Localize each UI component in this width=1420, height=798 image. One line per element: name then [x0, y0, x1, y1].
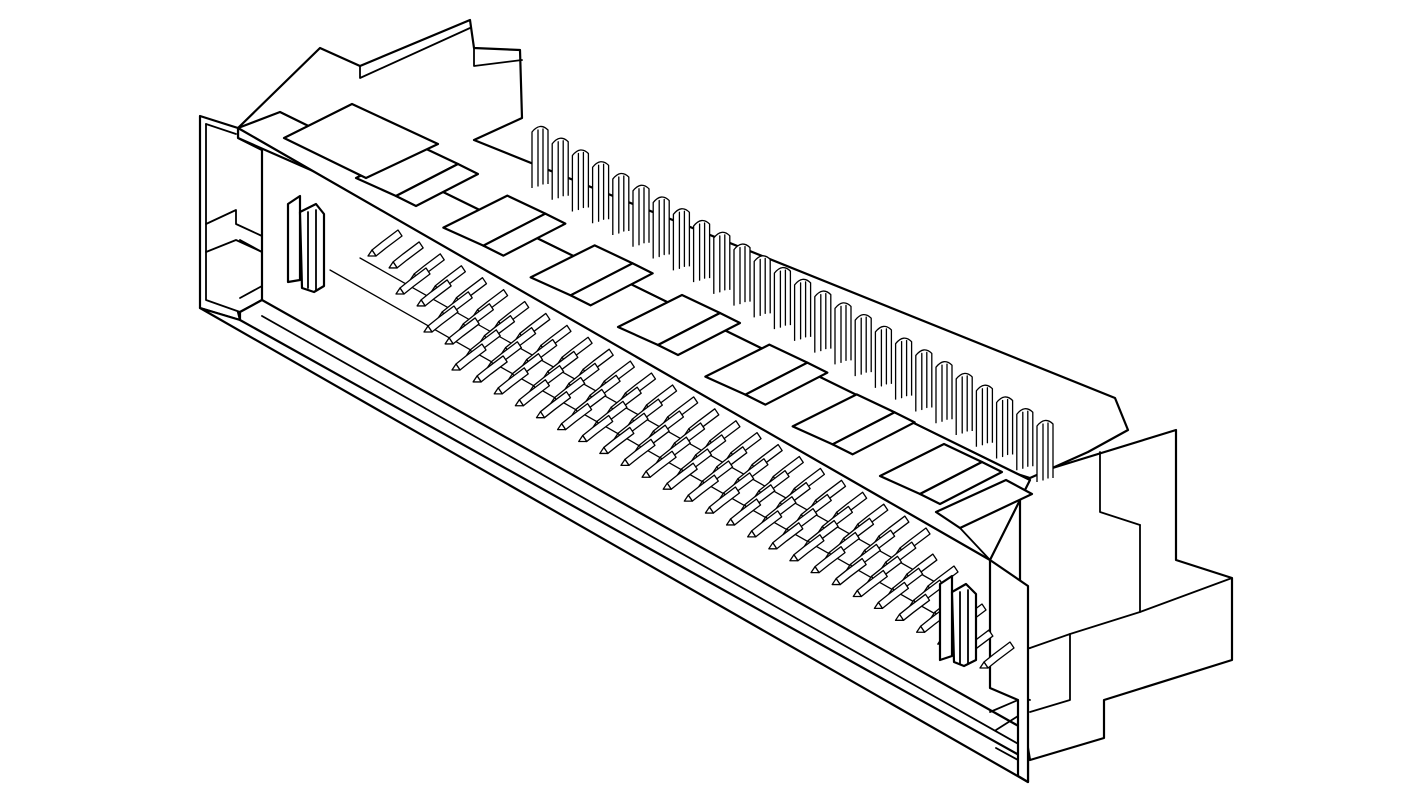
ridge-window	[616, 293, 742, 357]
left-latch	[286, 194, 326, 294]
rear-contact-tail	[793, 278, 812, 341]
rear-contact-tail	[1016, 408, 1034, 471]
front-contact-pin	[416, 279, 452, 307]
rear-contact-tail	[571, 149, 590, 212]
front-contact-pin	[493, 367, 529, 395]
front-contact-pin	[388, 241, 424, 269]
rear-contact-tail	[531, 125, 549, 188]
rear-contact-tail	[773, 266, 792, 330]
rear-contact-tail	[692, 219, 711, 283]
front-contact-pin	[578, 414, 614, 443]
front-contact-pin	[852, 569, 888, 598]
front-contact-pin	[423, 305, 459, 333]
rear-contact-tail	[915, 349, 933, 412]
rear-contact-tail	[733, 243, 751, 306]
rear-contact-tail	[854, 314, 872, 377]
rear-contact-tail	[975, 384, 994, 447]
rear-contact-tail	[713, 231, 731, 294]
rear-contact-tail	[874, 325, 893, 388]
rear-contact-tail	[935, 361, 953, 424]
front-contact-pin	[395, 267, 431, 295]
ridge-window	[704, 343, 829, 406]
front-contact-pin	[789, 534, 825, 562]
front-contact-pin	[704, 486, 741, 514]
ridge-window	[354, 144, 480, 208]
ridge-window	[791, 393, 916, 456]
front-contact-pin	[641, 450, 677, 478]
front-contact-pin	[620, 438, 656, 467]
rear-contact-tail	[612, 172, 630, 236]
rear-contact-tail	[672, 208, 691, 271]
ridge-window	[442, 194, 567, 257]
front-contact-pin	[747, 510, 783, 538]
front-contact-rows	[367, 229, 1015, 669]
front-contact-pin	[472, 355, 508, 383]
housing-shell	[198, 114, 1030, 784]
right-end-cap	[934, 478, 1034, 561]
front-contact-pin	[768, 522, 804, 550]
front-contact-pin	[894, 593, 931, 621]
front-contact-pin	[831, 557, 867, 586]
front-contact-pin	[810, 545, 846, 574]
rear-contact-tail	[955, 372, 973, 435]
rear-contact-tails	[531, 125, 1054, 482]
front-contact-pin	[979, 641, 1015, 669]
right-latch	[938, 574, 978, 668]
front-contact-pin	[535, 391, 572, 419]
front-contact-pin	[514, 379, 551, 407]
rear-contact-tail	[632, 184, 650, 247]
ridge-window	[529, 244, 654, 307]
front-contact-pin	[451, 343, 487, 371]
front-contact-pin	[873, 581, 910, 610]
front-contact-pin	[662, 462, 698, 490]
front-contact-pin	[444, 317, 480, 345]
rear-contact-tail	[551, 137, 569, 200]
rear-contact-tail	[753, 255, 771, 318]
rear-contact-tail	[1036, 419, 1054, 482]
rear-contact-tail	[652, 196, 670, 259]
rear-contact-tail	[894, 337, 913, 400]
left-end-cap	[282, 102, 440, 180]
rear-contact-tail	[814, 290, 832, 353]
front-contact-pin	[367, 229, 403, 257]
front-contact-pin	[599, 426, 635, 455]
front-contact-pin	[683, 474, 719, 502]
rear-contact-tail	[834, 302, 852, 365]
front-contact-pin	[556, 402, 593, 431]
front-contact-pin	[725, 498, 762, 526]
rear-contact-tail	[591, 161, 610, 224]
rear-contact-tail	[995, 396, 1014, 459]
ridge-window	[878, 442, 1004, 506]
top-windows	[354, 144, 1004, 506]
